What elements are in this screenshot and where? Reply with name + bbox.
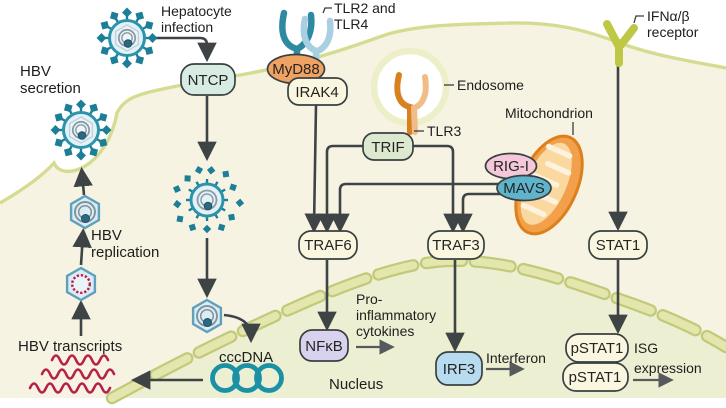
tlr3-receptor-icon (394, 72, 429, 135)
cccdna-icon (210, 363, 284, 393)
hbv-replication-label-1: HBV (91, 227, 122, 244)
mitochondrion-label: Mitochondrion (505, 105, 593, 121)
nuclear-envelope (108, 256, 726, 402)
irak4-label: IRAK4 (295, 84, 338, 101)
nfkb-label: NFκB (305, 338, 343, 355)
tlr3-label: TLR3 (427, 123, 461, 139)
trif-label: TRIF (371, 139, 404, 156)
hbv-secretion-label-2: secretion (20, 80, 81, 97)
arrow-irak4-to-traf6 (304, 104, 324, 234)
ifn-connector (633, 15, 644, 24)
stat1-node (588, 230, 648, 260)
hbv-secretion-label-1: HBV (20, 63, 51, 80)
stat1-label: STAT1 (596, 237, 640, 254)
cccdna-label: cccDNA (219, 349, 273, 366)
nucleus-label: Nucleus (329, 376, 383, 393)
tlr24-label-2: TLR4 (334, 16, 368, 32)
endosome-label: Endosome (457, 77, 524, 93)
hepatocyte-infection-label-2: infection (161, 19, 213, 35)
hepatocyte-infection-label-1: Hepatocyte (161, 3, 232, 19)
mavs-node (496, 174, 552, 202)
pstat1-upper-node (565, 333, 629, 363)
capsid-at-nucleus (191, 298, 223, 334)
trif-node (362, 132, 414, 161)
arrow-replication (72, 227, 92, 266)
pro-inflammatory-label-1: Pro- (356, 291, 383, 307)
tlr24-connector (322, 7, 332, 14)
arrow-mavs-to-traf6 (330, 182, 500, 234)
tlr24-label-1: TLR2 and (334, 0, 395, 16)
interferon-label: Interferon (486, 350, 546, 366)
traf6-node (298, 230, 358, 260)
rigi-label: RIG-I (493, 158, 529, 175)
traf3-label: TRAF3 (432, 237, 480, 254)
capsid-pgrna (65, 266, 97, 302)
detached-spikes (172, 165, 245, 234)
ifn-receptor-icon (603, 20, 638, 67)
arrow-capsid-to-cccdna (223, 313, 261, 344)
arrow-virion-to-ntcp (152, 36, 217, 63)
pro-inflammatory-label-2: inflammatory (356, 307, 436, 323)
ntcp-node (180, 63, 236, 96)
hbv-transcripts-label: HBV transcripts (18, 338, 122, 355)
tlr2-receptor-icon (279, 9, 315, 68)
traf6-label: TRAF6 (304, 237, 352, 254)
arrow-mavs-to-traf3 (453, 192, 502, 234)
ntcp-label: NTCP (188, 72, 229, 89)
pstat1-lower-node (562, 362, 629, 392)
arrow-trif-to-traf6 (317, 144, 363, 234)
pstat1-lower-label: pSTAT1 (569, 369, 622, 386)
traf3-node (427, 230, 485, 260)
irak4-node (287, 77, 348, 106)
isg-label-1: ISG (634, 340, 658, 356)
pstat1-upper-label: pSTAT1 (571, 340, 624, 357)
isg-label-2: expression (634, 360, 702, 376)
nfkb-node (299, 329, 349, 362)
capsid-replicated (69, 194, 101, 230)
virion-infecting (95, 6, 159, 70)
virion-uncoating (172, 165, 245, 234)
arrow-capsid-to-secretion (73, 166, 93, 196)
tlr4-receptor-icon (300, 15, 334, 70)
arrow-trif-to-traf3 (413, 144, 463, 234)
ifn-receptor-label-2: receptor (647, 24, 699, 40)
irf3-node (435, 351, 483, 386)
hbv-replication-label-2: replication (91, 244, 159, 261)
hbv-transcripts-icon (28, 354, 116, 394)
ifn-receptor-label-1: IFNα/β (647, 8, 690, 24)
mavs-label: MAVS (503, 180, 544, 197)
pro-inflammatory-label-3: cytokines (356, 323, 414, 339)
myd88-label: MyD88 (272, 61, 320, 78)
irf3-label: IRF3 (443, 361, 476, 378)
